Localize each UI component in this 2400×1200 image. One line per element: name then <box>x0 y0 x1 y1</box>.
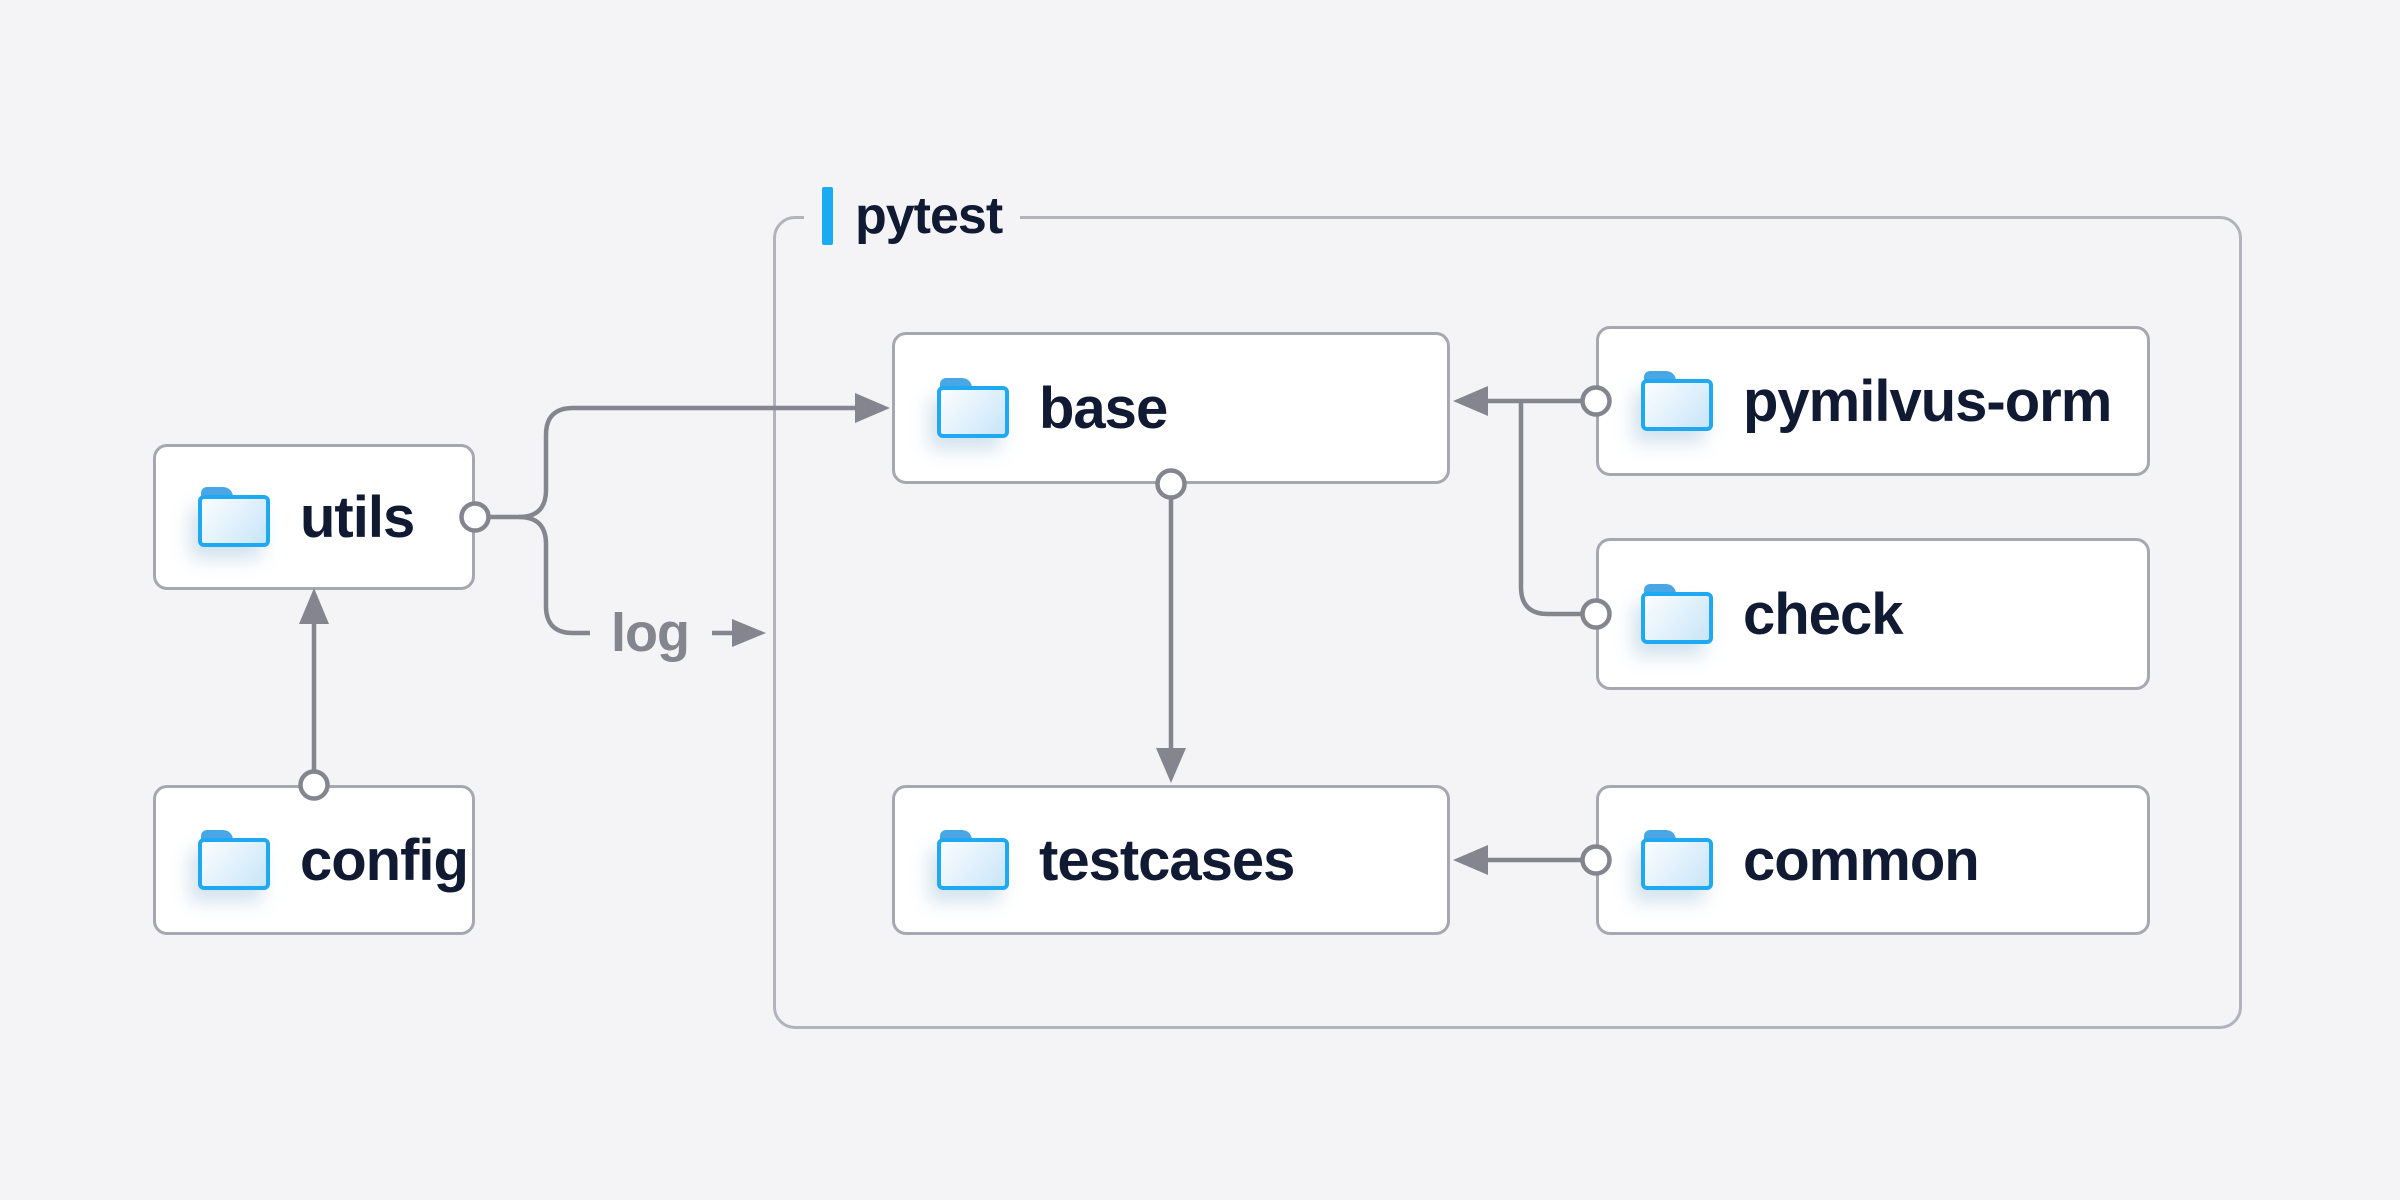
folder-icon <box>937 830 1009 890</box>
folder-icon <box>937 378 1009 438</box>
pytest-group-label: pytest <box>804 181 1021 251</box>
folder-icon <box>198 487 270 547</box>
node-check: check <box>1596 538 2150 690</box>
node-base: base <box>892 332 1450 484</box>
node-common: common <box>1596 785 2150 935</box>
node-label-check: check <box>1743 581 1903 647</box>
node-label-config: config <box>300 827 469 893</box>
node-label-pymilvus-orm: pymilvus-orm <box>1743 368 2112 434</box>
node-testcases: testcases <box>892 785 1450 935</box>
folder-icon <box>198 830 270 890</box>
node-label-common: common <box>1743 827 1980 893</box>
node-config: config <box>153 785 475 935</box>
pytest-group-frame <box>773 216 2242 1029</box>
folder-body <box>937 838 1009 890</box>
folder-body <box>1641 592 1713 644</box>
folder-body <box>1641 838 1713 890</box>
node-label-base: base <box>1039 375 1168 441</box>
node-label-utils: utils <box>300 484 415 550</box>
folder-icon <box>1641 830 1713 890</box>
folder-body <box>198 495 270 547</box>
edge-config-utils <box>298 588 330 801</box>
accent-bar-icon <box>822 187 833 245</box>
folder-icon <box>1641 584 1713 644</box>
node-pymilvus-orm: pymilvus-orm <box>1596 326 2150 476</box>
node-label-testcases: testcases <box>1039 827 1295 893</box>
folder-body <box>937 386 1009 438</box>
folder-icon <box>1641 371 1713 431</box>
folder-body <box>1641 379 1713 431</box>
folder-body <box>198 838 270 890</box>
edge-label-log: log <box>611 603 690 663</box>
node-utils: utils <box>153 444 475 590</box>
group-title: pytest <box>855 187 1003 245</box>
